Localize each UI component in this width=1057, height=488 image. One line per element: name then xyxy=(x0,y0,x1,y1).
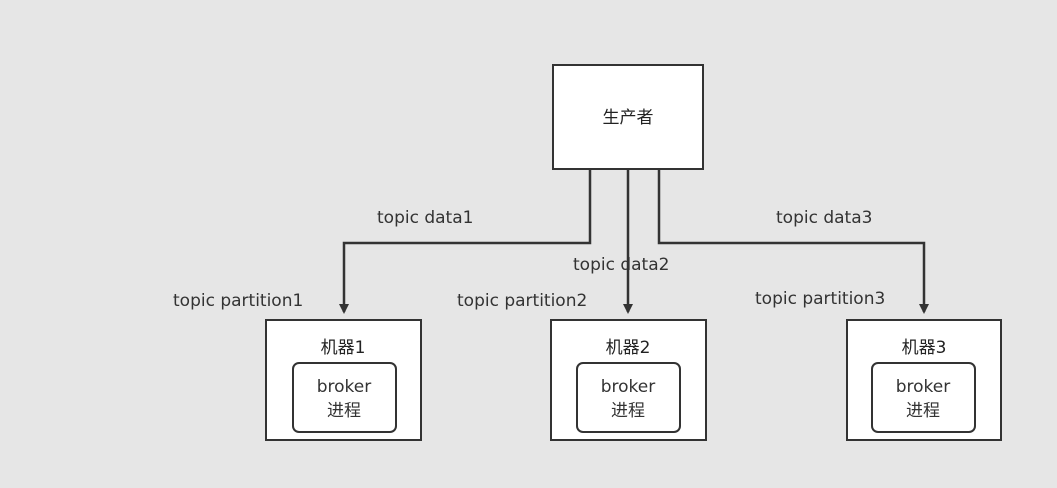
connector-1 xyxy=(339,169,592,314)
broker-process-text-3: 进程 xyxy=(906,401,940,421)
broker-box-3 xyxy=(871,362,976,433)
machine-node-3: 机器3 broker 进程 xyxy=(846,319,1002,441)
broker-box-2 xyxy=(576,362,681,433)
topic-data-label-3: topic data3 xyxy=(776,208,872,228)
machine-node-2: 机器2 broker 进程 xyxy=(550,319,707,441)
connector-3 xyxy=(657,169,929,314)
producer-node: 生产者 xyxy=(552,64,704,170)
topic-partition-label-1: topic partition1 xyxy=(173,291,303,311)
broker-text-3: broker xyxy=(896,377,951,397)
broker-text-2: broker xyxy=(601,377,656,397)
topic-partition-label-3: topic partition3 xyxy=(755,289,885,309)
topic-data-label-1: topic data1 xyxy=(377,208,473,228)
broker-text-1: broker xyxy=(317,377,372,397)
broker-process-text-2: 进程 xyxy=(611,401,645,421)
broker-box-1 xyxy=(292,362,397,433)
machine-label-1: 机器1 xyxy=(321,338,366,358)
machine-label-2: 机器2 xyxy=(606,338,651,358)
topic-data-label-2: topic data2 xyxy=(573,255,669,275)
machine-label-3: 机器3 xyxy=(902,338,947,358)
broker-process-text-1: 进程 xyxy=(327,401,361,421)
machine-node-1: 机器1 broker 进程 xyxy=(265,319,422,441)
producer-box xyxy=(552,64,704,170)
producer-label: 生产者 xyxy=(603,108,654,128)
topic-partition-label-2: topic partition2 xyxy=(457,291,587,311)
